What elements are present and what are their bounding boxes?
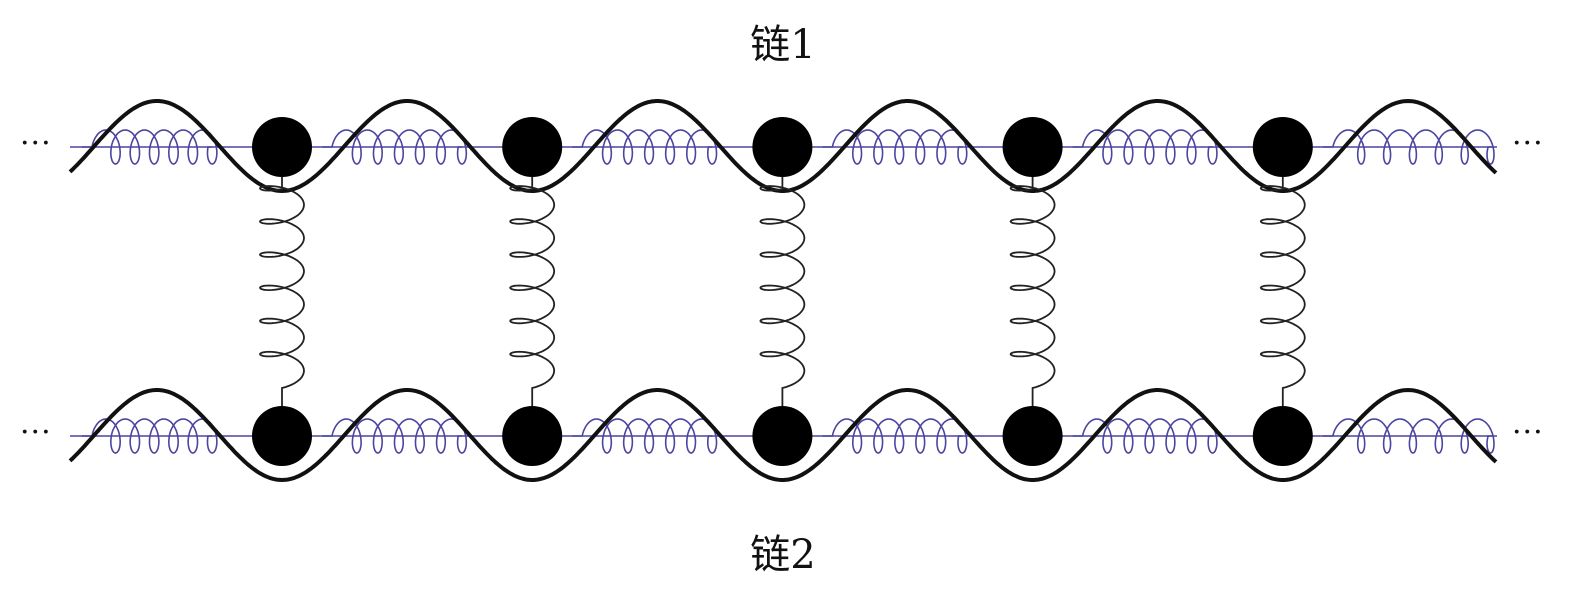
chain2-mass [1252, 406, 1313, 466]
chain1-wave [68, 98, 1498, 194]
chain2-spring [822, 418, 968, 454]
chain1-mass [252, 117, 312, 177]
chain1-spring [1322, 129, 1495, 165]
chain1-label: 链1 [750, 22, 816, 68]
chain1-mass [502, 117, 563, 177]
coupling-spring [1009, 177, 1056, 406]
ellipsis-left-bottom: ··· [20, 415, 52, 450]
coupling-spring [258, 177, 305, 406]
chain2-mass [252, 406, 312, 466]
coupling-spring [509, 177, 556, 406]
chain2-spring [1072, 418, 1218, 454]
chain1-spring [1072, 129, 1218, 165]
chain1-mass [1252, 117, 1313, 177]
ellipsis-right-top: ··· [1512, 126, 1544, 161]
chain2-wave [68, 387, 1498, 483]
chain2-spring [322, 418, 468, 454]
coupling-spring [1259, 177, 1306, 406]
chain2-mass [752, 406, 813, 466]
chain1-mass [1002, 117, 1063, 177]
chain1-spring [82, 129, 218, 165]
ellipsis-left-top: ··· [20, 126, 52, 161]
chain2-spring [572, 418, 718, 454]
ellipsis-right-bottom: ··· [1512, 415, 1544, 450]
chain2-spring [1322, 418, 1495, 454]
chain1-spring [322, 129, 468, 165]
coupling-spring [759, 177, 806, 406]
chain1-spring [572, 129, 718, 165]
chain2-spring [82, 418, 218, 454]
chain2-mass [1002, 406, 1063, 466]
chain2-label: 链2 [750, 532, 816, 578]
chain2-mass [502, 406, 563, 466]
chain1-mass [752, 117, 813, 177]
chain1-spring [822, 129, 968, 165]
